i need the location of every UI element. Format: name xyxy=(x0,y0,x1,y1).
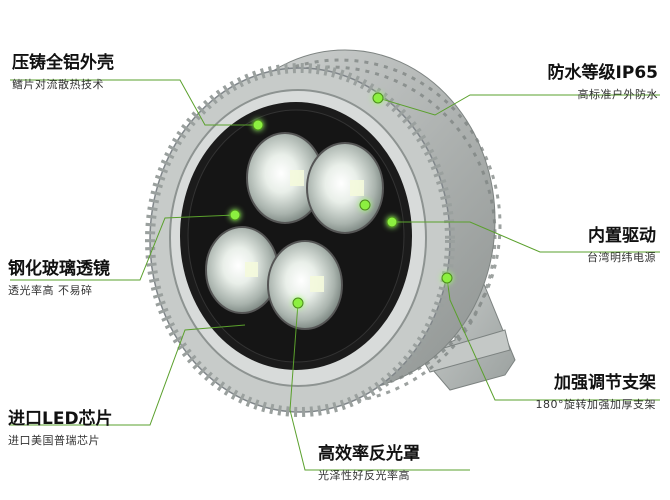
feature-desc: 高标准户外防水 xyxy=(577,88,658,101)
led-reflector-cups xyxy=(205,132,384,330)
feature-title: 内置驱动 xyxy=(588,226,656,246)
feature-housing: 压铸全铝外壳 鳍片对流散热技术 xyxy=(12,52,114,93)
feature-title: 进口LED芯片 xyxy=(8,409,113,429)
leader-lines xyxy=(10,79,660,471)
feature-title: 加强调节支架 xyxy=(554,373,656,393)
feature-glass-lens: 钢化玻璃透镜 透光率高 不易碎 xyxy=(8,258,110,299)
feature-desc: 台湾明纬电源 xyxy=(587,251,656,264)
feature-led-chip: 进口LED芯片 进口美国普瑞芯片 xyxy=(8,408,113,449)
front-ring xyxy=(145,63,455,417)
callout-dots xyxy=(229,92,453,309)
feature-reflector: 高效率反光罩 光泽性好反光率高 xyxy=(318,443,420,484)
feature-desc: 光泽性好反光率高 xyxy=(318,469,410,482)
feature-desc: 透光率高 不易碎 xyxy=(8,284,93,297)
feature-desc: 180°旋转加强加厚支架 xyxy=(535,398,656,411)
feature-title: 钢化玻璃透镜 xyxy=(8,259,110,279)
feature-driver: 内置驱动 台湾明纬电源 xyxy=(587,225,656,266)
feature-desc: 鳍片对流散热技术 xyxy=(12,78,104,91)
feature-desc: 进口美国普瑞芯片 xyxy=(8,434,100,447)
feature-title: 高效率反光罩 xyxy=(318,444,420,464)
feature-bracket: 加强调节支架 180°旋转加强加厚支架 xyxy=(536,372,657,413)
feature-title: 压铸全铝外壳 xyxy=(12,53,114,73)
feature-waterproof: 防水等级IP65 高标准户外防水 xyxy=(548,62,658,103)
feature-title: 防水等级IP65 xyxy=(547,63,658,83)
